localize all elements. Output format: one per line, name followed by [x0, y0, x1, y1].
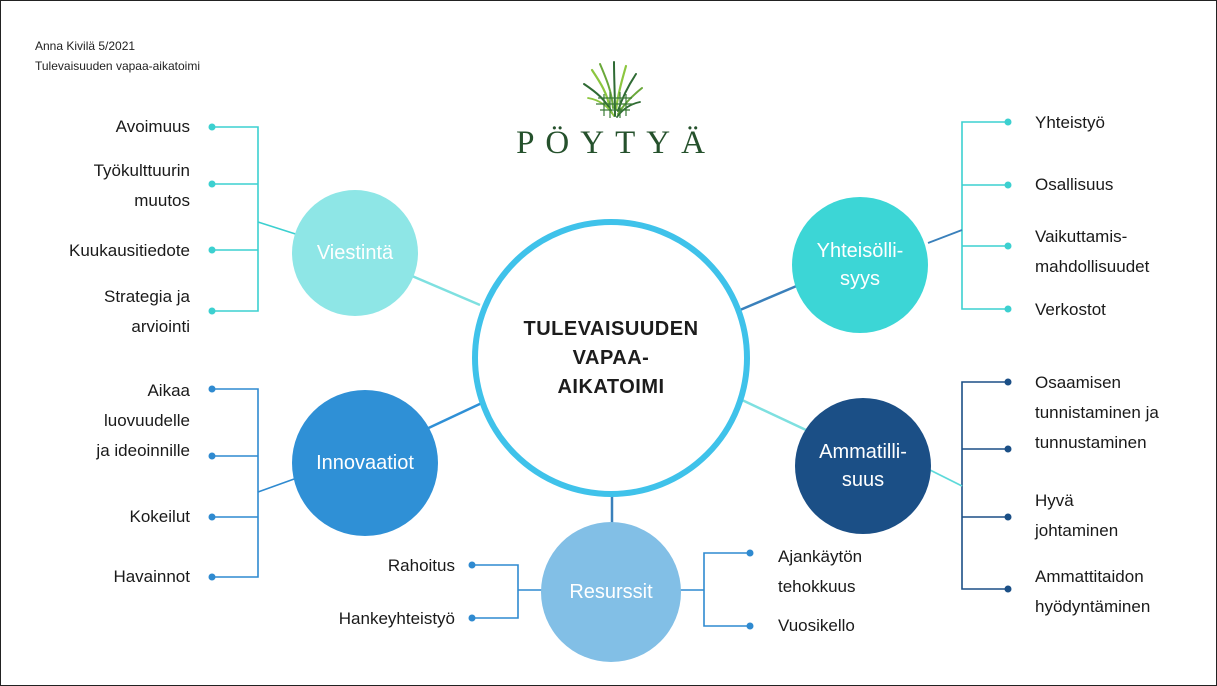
ammatillisuus-item-johtaminen: Hyvä johtaminen: [1035, 486, 1118, 546]
ammatillisuus-item-osaaminen-l3: tunnustaminen: [1035, 433, 1147, 452]
innovaatiot-item-kokeilut: Kokeilut: [129, 507, 190, 526]
yhteisollisyys-item-yhteistyo: Yhteistyö: [1035, 113, 1105, 132]
ammatillisuus-item-ammattitaito-l2: hyödyntäminen: [1035, 597, 1151, 616]
ammatillisuus-item-ammattitaito: Ammattitaidon hyödyntäminen: [1035, 562, 1150, 622]
center-line-2: VAPAA-: [572, 346, 650, 369]
viestinta-item-kuukausitiedote: Kuukausitiedote: [69, 241, 190, 260]
ammatillisuus-item-osaaminen: Osaamisen tunnistaminen ja tunnustaminen: [1035, 368, 1159, 458]
innovaatiot-bracket: [212, 388, 309, 578]
resurssit-label: Resurssit: [569, 581, 653, 603]
yhteisollisyys-label: Yhteisölli- syys: [817, 237, 904, 293]
yhteisollisyys-bracket: [961, 121, 1008, 310]
viestinta-item-tyokulttuuri-l1: Työkulttuurin: [93, 161, 190, 180]
ammatillisuus-item-johtaminen-l2: johtaminen: [1035, 521, 1119, 540]
innovaatiot-item-aikaa-l2: luovuudelle: [103, 411, 190, 430]
viestinta-item-tyokulttuuri-l2: muutos: [134, 191, 190, 210]
yhteisollisyys-item-osallisuus: Osallisuus: [1035, 175, 1114, 194]
innovaatiot-label: Innovaatiot: [316, 452, 414, 474]
poytya-logo: PÖYTYÄ: [496, 58, 736, 166]
viestinta-item-tyokulttuuri: Työkulttuurin muutos: [94, 156, 190, 216]
innovaatiot-item-aikaa-l3: ja ideoinnille: [96, 441, 190, 460]
yhteisollisyys-label-b: syys: [839, 268, 880, 290]
ammatillisuus-label-a: Ammatilli-: [819, 441, 907, 463]
viestinta-bubble: Viestintä: [292, 190, 418, 316]
yhteisollisyys-bubble: Yhteisölli- syys: [792, 197, 928, 333]
resurssit-left-bracket: [472, 564, 545, 619]
resurssit-item-rahoitus: Rahoitus: [387, 556, 455, 575]
resurssit-item-ajankaytto-l1: Ajankäytön: [778, 547, 863, 566]
subtitle: Tulevaisuuden vapaa-aikatoimi: [35, 59, 200, 73]
viestinta-item-strategia-l2: arviointi: [131, 317, 190, 336]
viestinta-label: Viestintä: [316, 242, 394, 264]
innovaatiot-item-havainnot: Havainnot: [113, 567, 190, 586]
ammatillisuus-item-osaaminen-l2: tunnistaminen ja: [1035, 403, 1159, 422]
ammatillisuus-item-johtaminen-l1: Hyvä: [1035, 491, 1074, 510]
yhteisollisyys-item-vaikuttamis-l1: Vaikuttamis-: [1035, 227, 1128, 246]
logo-text: PÖYTYÄ: [516, 125, 716, 161]
resurssit-item-vuosikello: Vuosikello: [778, 616, 855, 635]
viestinta-bracket: [212, 126, 309, 312]
author-line: Anna Kivilä 5/2021: [35, 39, 136, 53]
resurssit-bubble: Resurssit: [541, 522, 681, 662]
innovaatiot-item-aikaa-l1: Aikaa: [147, 381, 190, 400]
center-line-3: AIKATOIMI: [557, 375, 665, 398]
resurssit-item-ajankaytto: Ajankäytön tehokkuus: [778, 542, 862, 602]
ammatillisuus-item-osaaminen-l1: Osaamisen: [1035, 373, 1121, 392]
center-label: TULEVAISUUDEN VAPAA- AIKATOIMI: [523, 315, 698, 402]
center-circle: TULEVAISUUDEN VAPAA- AIKATOIMI: [472, 219, 750, 497]
logo-mark-icon: [583, 61, 643, 118]
yhteisollisyys-item-verkostot: Verkostot: [1035, 300, 1106, 319]
yhteisollisyys-item-vaikuttamis: Vaikuttamis- mahdollisuudet: [1035, 222, 1149, 282]
ammatillisuus-bracket: [961, 381, 1008, 590]
center-line-1: TULEVAISUUDEN: [523, 317, 699, 340]
viestinta-item-strategia-l1: Strategia ja: [104, 287, 190, 306]
ammatillisuus-label: Ammatilli- suus: [819, 438, 907, 494]
author-block: Anna Kivilä 5/2021 Tulevaisuuden vapaa-a…: [35, 36, 200, 76]
viestinta-item-avoimuus: Avoimuus: [115, 117, 190, 136]
yhteisollisyys-label-a: Yhteisölli-: [816, 240, 904, 262]
resurssit-item-hankeyhteistyo: Hankeyhteistyö: [338, 609, 455, 628]
ammatillisuus-bubble: Ammatilli- suus: [795, 398, 931, 534]
yhteisollisyys-item-vaikuttamis-l2: mahdollisuudet: [1035, 257, 1150, 276]
resurssit-item-ajankaytto-l2: tehokkuus: [778, 577, 856, 596]
ammatillisuus-item-ammattitaito-l1: Ammattitaidon: [1035, 567, 1144, 586]
ammatillisuus-label-b: suus: [841, 469, 885, 491]
innovaatiot-bubble: Innovaatiot: [292, 390, 438, 536]
resurssit-right-bracket: [680, 552, 750, 627]
innovaatiot-item-aikaa: Aikaa luovuudelle ja ideoinnille: [96, 376, 190, 466]
viestinta-item-strategia: Strategia ja arviointi: [104, 282, 190, 342]
